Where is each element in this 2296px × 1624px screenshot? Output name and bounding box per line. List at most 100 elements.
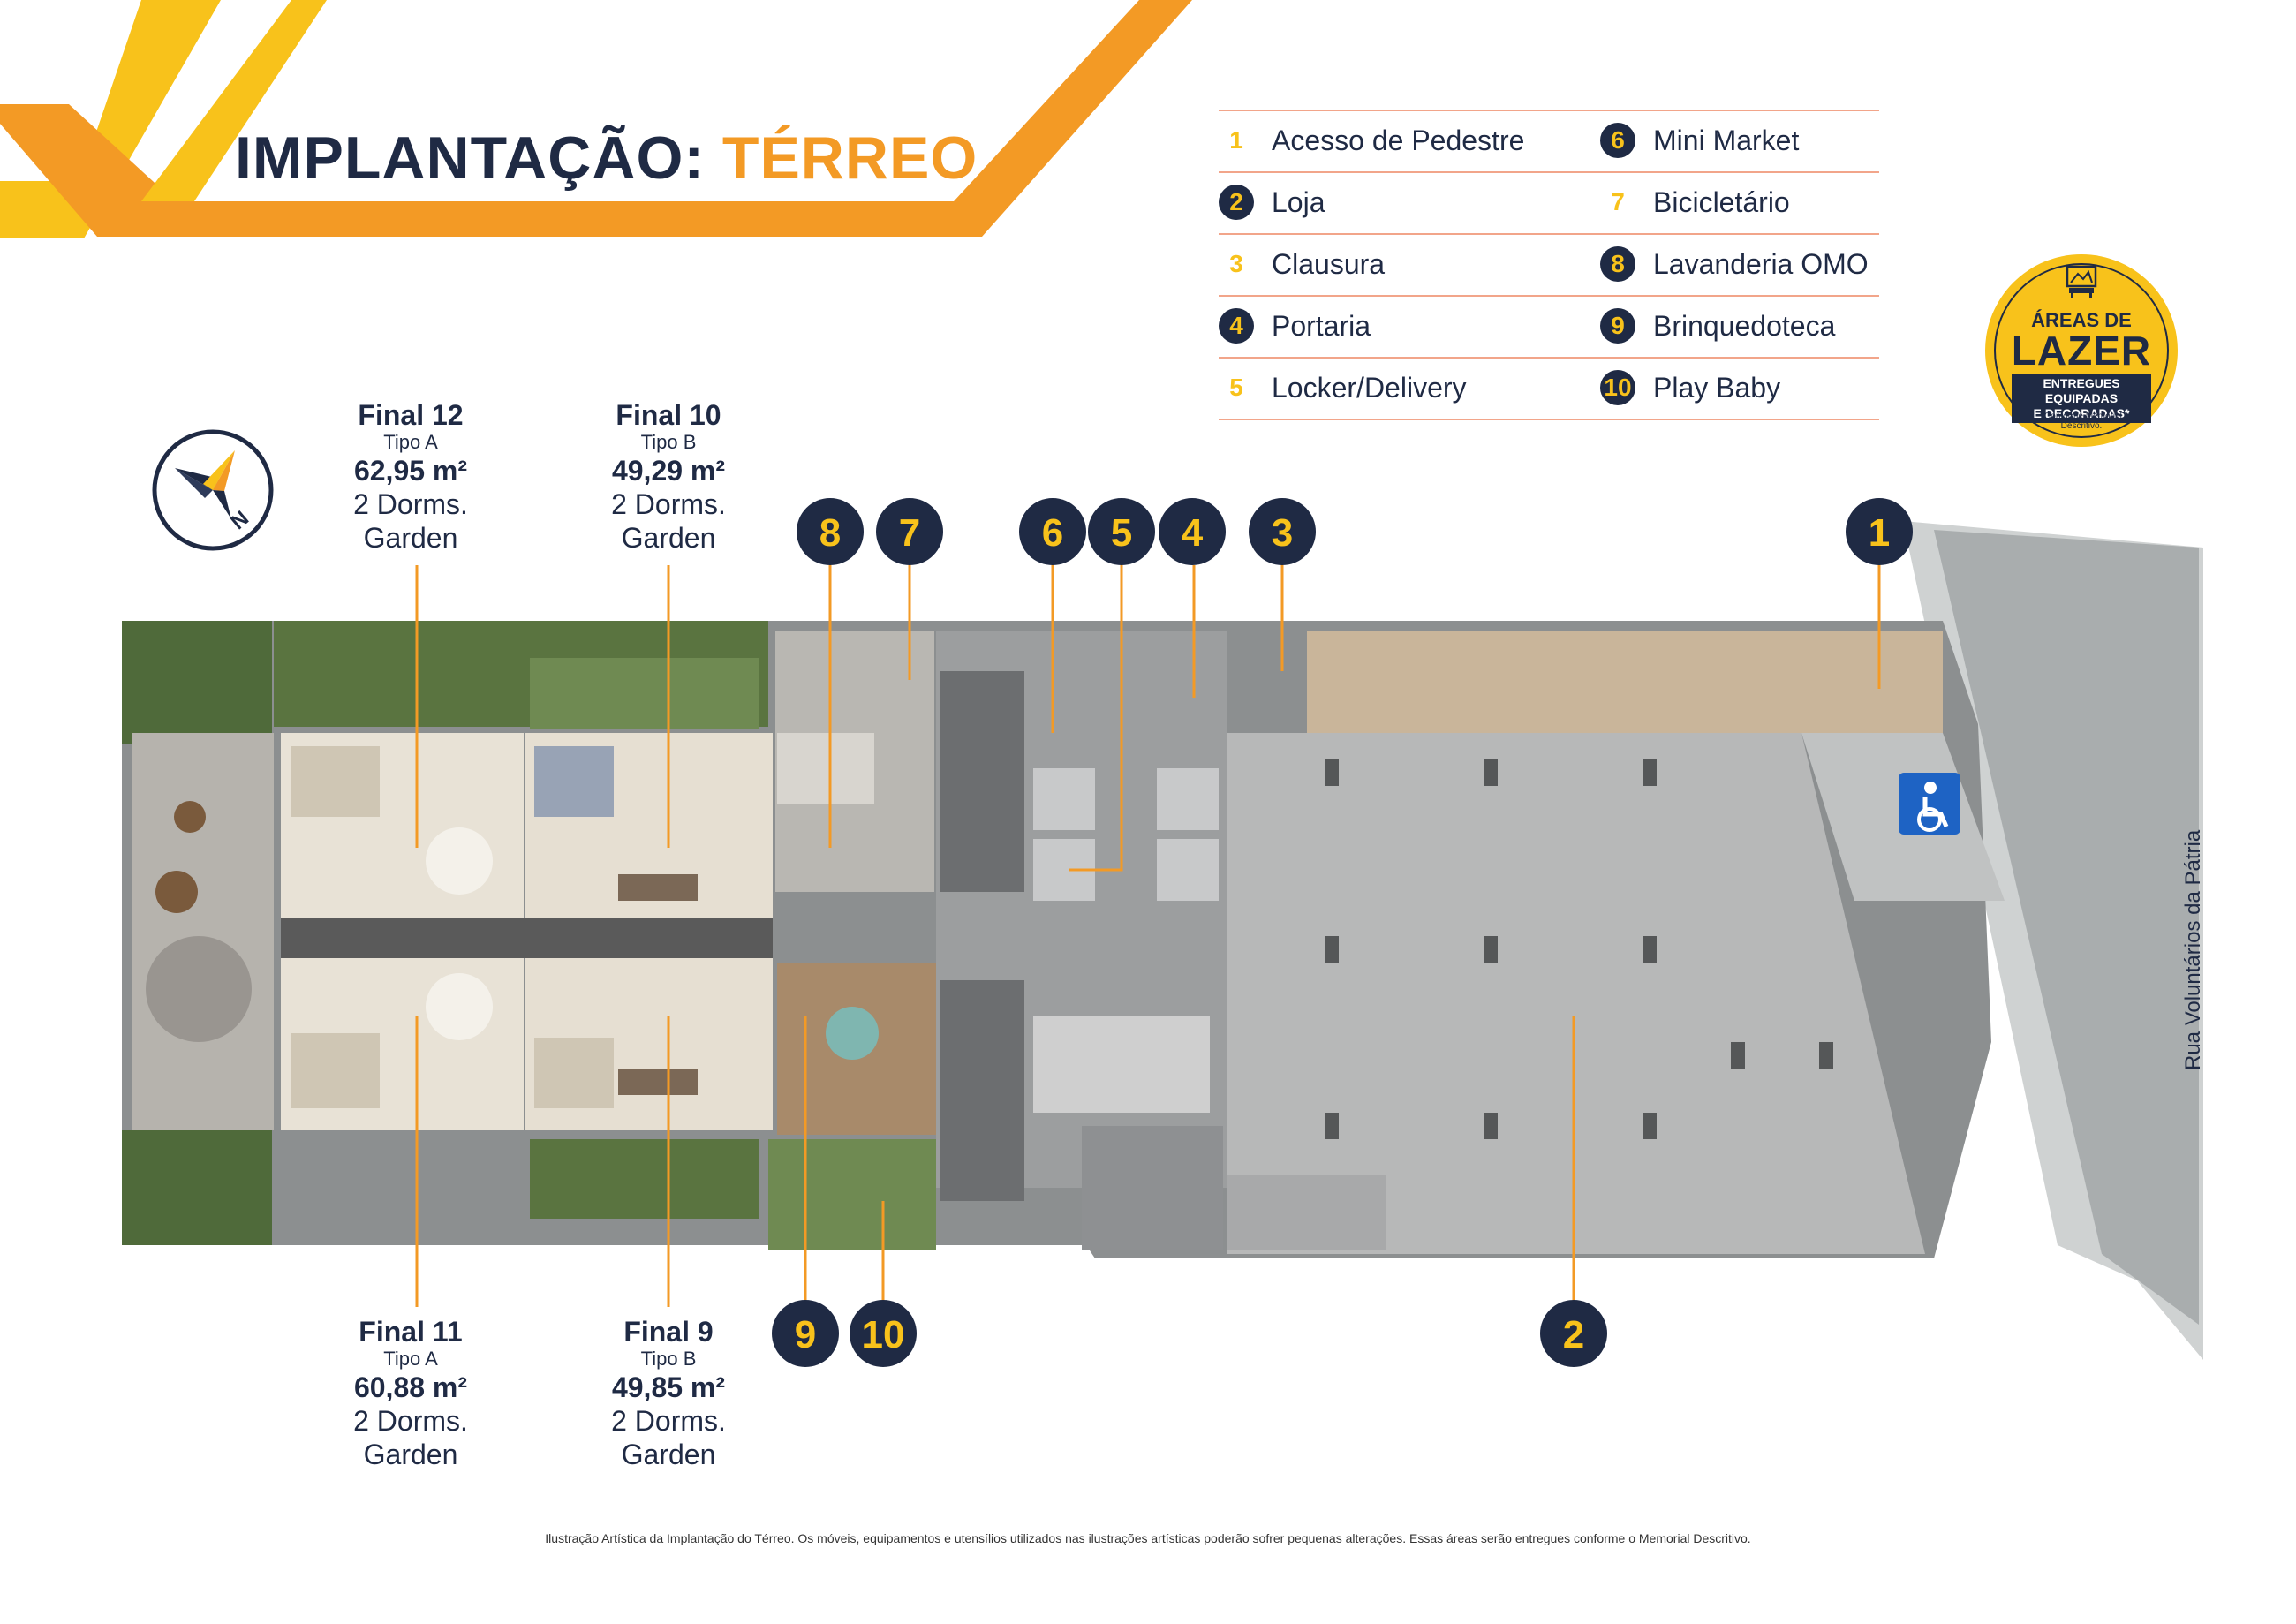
marker-7: 7: [876, 498, 943, 565]
wheelchair-icon-wheel: [1917, 807, 1942, 832]
table: [155, 871, 198, 913]
marker-1: 1: [1846, 498, 1913, 565]
legend-number: 8: [1600, 246, 1635, 282]
badge-line3: ENTREGUES EQUIPADAS E DECORADAS*: [2012, 374, 2151, 423]
elevator: [1033, 768, 1095, 830]
unit-dorms: 2 Dorms.: [353, 488, 468, 520]
garden-area: [122, 621, 272, 744]
leader-line-5: [1069, 565, 1123, 872]
legend-rule: [1219, 233, 1879, 235]
garden-area: [768, 1139, 936, 1250]
marker-4: 4: [1159, 498, 1226, 565]
yellow-stripe-inner: [141, 0, 327, 201]
unit-extra: Garden: [363, 522, 458, 554]
marker-number: 2: [1563, 1313, 1584, 1356]
legend-label: Brinquedoteca: [1653, 309, 1836, 342]
legend-label: Clausura: [1272, 247, 1386, 280]
legend-label: Portaria: [1272, 309, 1371, 342]
orange-stripe: [0, 0, 1192, 237]
table: [174, 801, 206, 833]
legend-rule: [1219, 110, 1879, 111]
legend-label: Loja: [1272, 185, 1325, 218]
badge-line2: LAZER: [2011, 328, 2152, 374]
badge-ring: [1994, 263, 2169, 438]
legend-item-6: 6 Mini Market: [1600, 110, 1799, 171]
shaft: [940, 671, 1024, 892]
header-stripes: [0, 0, 1192, 238]
legend-rule: [1219, 171, 1879, 173]
unit-dorms: 2 Dorms.: [611, 1405, 726, 1437]
badge-line1: ÁREAS DE: [2031, 309, 2132, 331]
legend-number: 10: [1600, 370, 1635, 405]
badge-note-a: *Conforme Memorial: [2041, 412, 2122, 421]
sofa: [618, 874, 698, 901]
marker-10: 10: [850, 1300, 917, 1367]
unit-final-10: Final 10 Tipo B 49,29 m² 2 Dorms. Garden: [563, 399, 774, 555]
legend-label: Play Baby: [1653, 371, 1781, 404]
garden-area: [122, 1130, 272, 1245]
unit-dorms: 2 Dorms.: [353, 1405, 468, 1437]
legend-number: 6: [1600, 123, 1635, 158]
columns: [1325, 759, 1833, 1139]
marker-2: 2: [1540, 1300, 1607, 1367]
number-markers: 8 7 6 5 4 3 1 9: [772, 498, 1913, 1367]
marker-number: 6: [1042, 511, 1063, 555]
umbrella: [146, 936, 252, 1042]
unit-type: Tipo B: [640, 431, 697, 453]
marker-number: 7: [899, 511, 920, 555]
store-area: [1227, 733, 1925, 1254]
marker-3: 3: [1249, 498, 1316, 565]
bedroom: [291, 1033, 380, 1108]
unit-area: 62,95 m²: [353, 455, 468, 487]
yellow-stripe: [0, 0, 221, 238]
legend-rule: [1219, 295, 1879, 297]
badge-line3b: E DECORADAS*: [2033, 406, 2130, 420]
unit-type: Tipo A: [383, 431, 438, 453]
legend-item-5: 5 Locker/Delivery: [1219, 357, 1467, 419]
leisure-badge: ÁREAS DE LAZER ENTREGUES EQUIPADAS E DEC…: [1985, 254, 2178, 447]
living-table: [426, 827, 493, 895]
marker-5: 5: [1088, 498, 1155, 565]
legend-number: 4: [1219, 308, 1254, 344]
marker-6: 6: [1019, 498, 1086, 565]
legend-item-8: 8 Lavanderia OMO: [1600, 233, 1869, 295]
legend-number: 9: [1600, 308, 1635, 344]
legend-item-7: 7 Bicicletário: [1600, 171, 1790, 233]
site-plan: [122, 521, 2203, 1360]
marker-8: 8: [797, 498, 864, 565]
marker-number: 1: [1869, 511, 1890, 555]
bedroom: [534, 1038, 614, 1108]
legend-number: 5: [1229, 374, 1243, 401]
legend-label: Bicicletário: [1653, 185, 1790, 218]
legend-number: 7: [1611, 188, 1625, 215]
legend-number: 1: [1229, 126, 1243, 154]
badge-note-b: Descritivo.: [2060, 421, 2103, 431]
living-table: [426, 973, 493, 1040]
pedestrian-access: [1307, 631, 1943, 733]
title-prefix: IMPLANTAÇÃO:: [235, 125, 705, 192]
marker-number: 10: [862, 1313, 905, 1356]
unit-final-11: Final 11 Tipo A 60,88 m² 2 Dorms. Garden: [305, 1316, 517, 1471]
footnote: Ilustração Artística da Implantação do T…: [545, 1531, 1751, 1545]
legend-label: Lavanderia OMO: [1653, 247, 1869, 280]
marker-number: 5: [1111, 511, 1132, 555]
shaft: [940, 980, 1024, 1201]
unit-final-12: Final 12 Tipo A 62,95 m² 2 Dorms. Garden: [305, 399, 517, 555]
legend-label: Mini Market: [1653, 124, 1800, 156]
legend-item-2: 2 Loja: [1219, 171, 1325, 233]
garden-area: [530, 658, 759, 729]
marker-number: 3: [1272, 511, 1293, 555]
terrace-deck: [132, 733, 274, 1130]
page-title: IMPLANTAÇÃO: TÉRREO: [235, 124, 978, 193]
unit-name: Final 9: [623, 1316, 714, 1348]
marker-9: 9: [772, 1300, 839, 1367]
legend-label: Locker/Delivery: [1272, 371, 1467, 404]
title-accent: TÉRREO: [721, 125, 978, 192]
wheelchair-icon-body: [1922, 797, 1949, 827]
street-asphalt: [1934, 530, 2199, 1325]
elevator: [1157, 768, 1219, 830]
legend-item-9: 9 Brinquedoteca: [1600, 295, 1835, 357]
garden-area: [530, 1139, 759, 1219]
marker-number: 8: [819, 511, 841, 555]
play-table: [826, 1007, 879, 1060]
